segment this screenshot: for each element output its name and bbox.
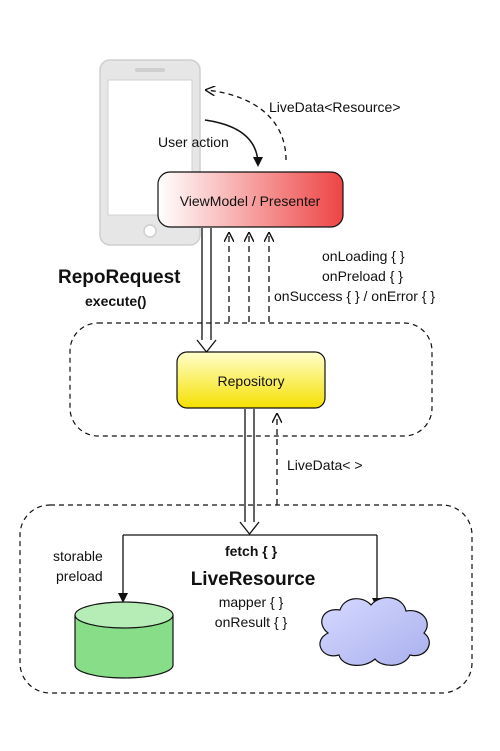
viewmodel-label: ViewModel / Presenter: [180, 193, 321, 209]
preload-label: preload: [56, 568, 103, 584]
user-action-arrow: [204, 119, 263, 167]
liveresource-label: LiveResource: [191, 569, 316, 590]
fetch-arrow: [239, 409, 260, 536]
repository-label: Repository: [218, 373, 285, 389]
onresult-label: onResult { }: [215, 614, 288, 630]
fetch-branch-lines: [118, 534, 382, 608]
onsuccess-onerror-label: onSuccess { } / onError { }: [274, 288, 435, 304]
onpreload-label: onPreload { }: [322, 268, 403, 284]
livedata-label: LiveData< >: [287, 457, 363, 473]
onloading-label: onLoading { }: [322, 248, 405, 264]
mapper-label: mapper { }: [219, 594, 284, 610]
repository-box: [176, 351, 326, 409]
livedata-resource-label: LiveData<Resource>: [269, 99, 401, 115]
livedata-resource-arrow: [206, 90, 287, 161]
repo-request-arrow: [196, 228, 217, 354]
execute-label: execute(): [85, 293, 146, 309]
fetch-label: fetch { }: [225, 543, 278, 559]
repository-region: [69, 322, 433, 437]
user-action-label: User action: [158, 134, 229, 150]
database-cylinder-icon: [74, 601, 174, 679]
smartphone-icon: [99, 59, 201, 246]
storable-label: storable: [53, 548, 103, 564]
liveresource-region: [19, 504, 473, 694]
viewmodel-box: [157, 171, 344, 228]
cloud-icon: [319, 597, 430, 666]
repo-request-label: RepoRequest: [58, 267, 181, 288]
